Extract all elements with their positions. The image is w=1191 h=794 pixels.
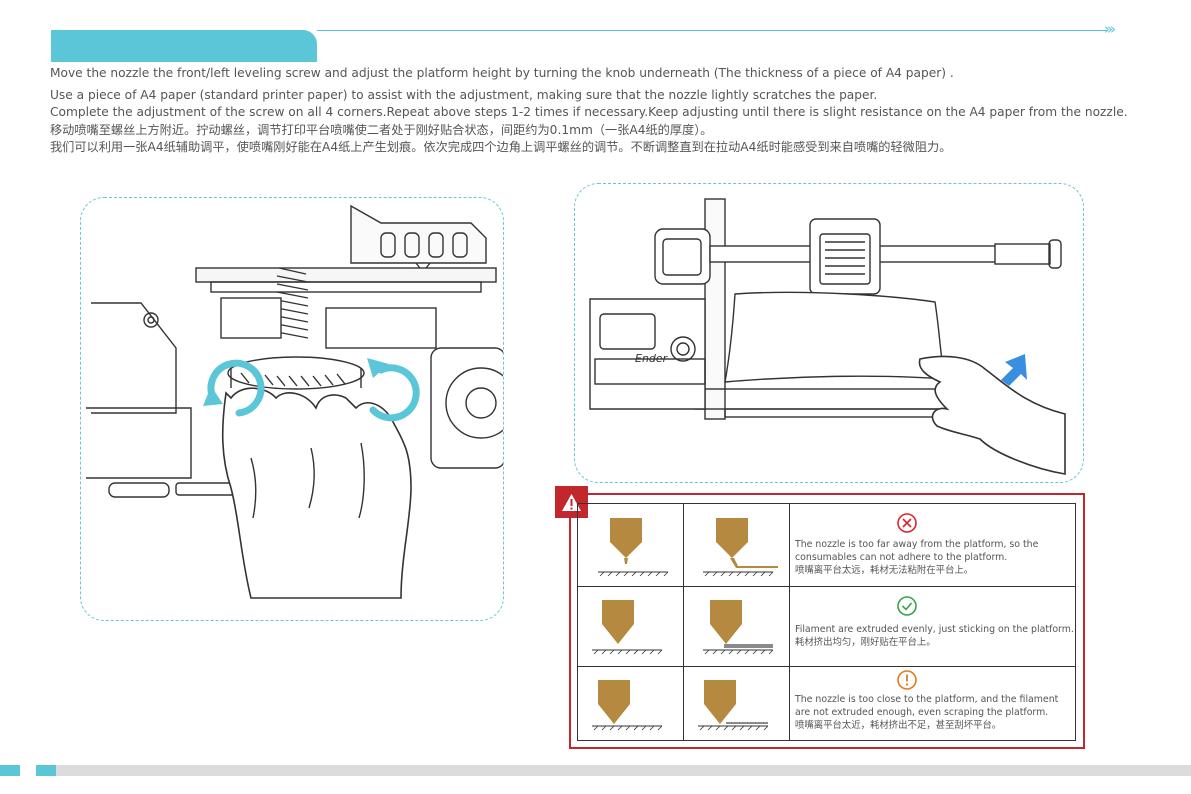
leveling-knob-illustration bbox=[80, 197, 504, 621]
footer-bar bbox=[56, 765, 1191, 776]
knob-adjust-drawing bbox=[86, 204, 503, 599]
printer-label: Ender bbox=[635, 352, 669, 365]
row-correct-text: Filament are extruded evenly, just stick… bbox=[795, 623, 1075, 649]
section-header-tab bbox=[51, 30, 317, 62]
instruction-en-1: Move the nozzle the front/left leveling … bbox=[50, 66, 954, 80]
footer-marker bbox=[36, 765, 56, 776]
row-too-far-en: The nozzle is too far away from the plat… bbox=[795, 539, 1039, 563]
nozzle-too-close-drawing bbox=[592, 680, 769, 731]
row-too-close-zh: 喷嘴离平台太近，耗材挤出不足，甚至刮坏平台。 bbox=[795, 720, 1002, 731]
push-arrow-icon bbox=[1001, 354, 1027, 386]
row-too-far-text: The nozzle is too far away from the plat… bbox=[795, 538, 1075, 577]
row-correct-en: Filament are extruded evenly, just stick… bbox=[795, 624, 1074, 635]
table-row bbox=[578, 586, 789, 666]
row-too-close-text: The nozzle is too close to the platform,… bbox=[795, 693, 1075, 732]
footer-marker bbox=[0, 765, 20, 776]
nozzle-correct-drawing bbox=[592, 600, 774, 655]
row-too-far-zh: 喷嘴离平台太远，耗材无法粘附在平台上。 bbox=[795, 565, 974, 576]
cross-circle-icon bbox=[897, 513, 917, 533]
warning-triangle-icon bbox=[555, 486, 588, 518]
chevron-right-icon: ››› bbox=[1104, 20, 1116, 38]
row-too-close-en: The nozzle is too close to the platform,… bbox=[795, 694, 1059, 718]
row-correct-zh: 耗材挤出均匀，刚好贴在平台上。 bbox=[795, 637, 936, 648]
instruction-zh-1: 移动喷嘴至螺丝上方附近。拧动螺丝，调节打印平台喷嘴使二者处于刚好贴合状态，间距约… bbox=[50, 122, 713, 137]
paper-test-illustration: Ender bbox=[574, 183, 1084, 483]
instruction-text: Move the nozzle the front/left leveling … bbox=[50, 65, 1160, 157]
instruction-en-3: Complete the adjustment of the screw on … bbox=[50, 105, 1128, 120]
instruction-en-2: Use a piece of A4 paper (standard printe… bbox=[50, 87, 878, 102]
exclamation-circle-icon bbox=[897, 670, 917, 690]
nozzle-too-far-drawing bbox=[598, 518, 778, 577]
table-row bbox=[578, 504, 789, 586]
nozzle-distance-warning-box bbox=[569, 493, 1085, 749]
paper-test-drawing: Ender bbox=[589, 198, 1066, 475]
nozzle-distance-table: The nozzle is too far away from the plat… bbox=[577, 503, 1076, 741]
check-circle-icon bbox=[897, 596, 917, 616]
instruction-zh-2: 我们可以利用一张A4纸辅助调平，使喷嘴刚好能在A4纸上产生划痕。依次完成四个边角… bbox=[50, 140, 952, 155]
header-rule bbox=[317, 30, 1107, 31]
table-row bbox=[578, 666, 789, 740]
